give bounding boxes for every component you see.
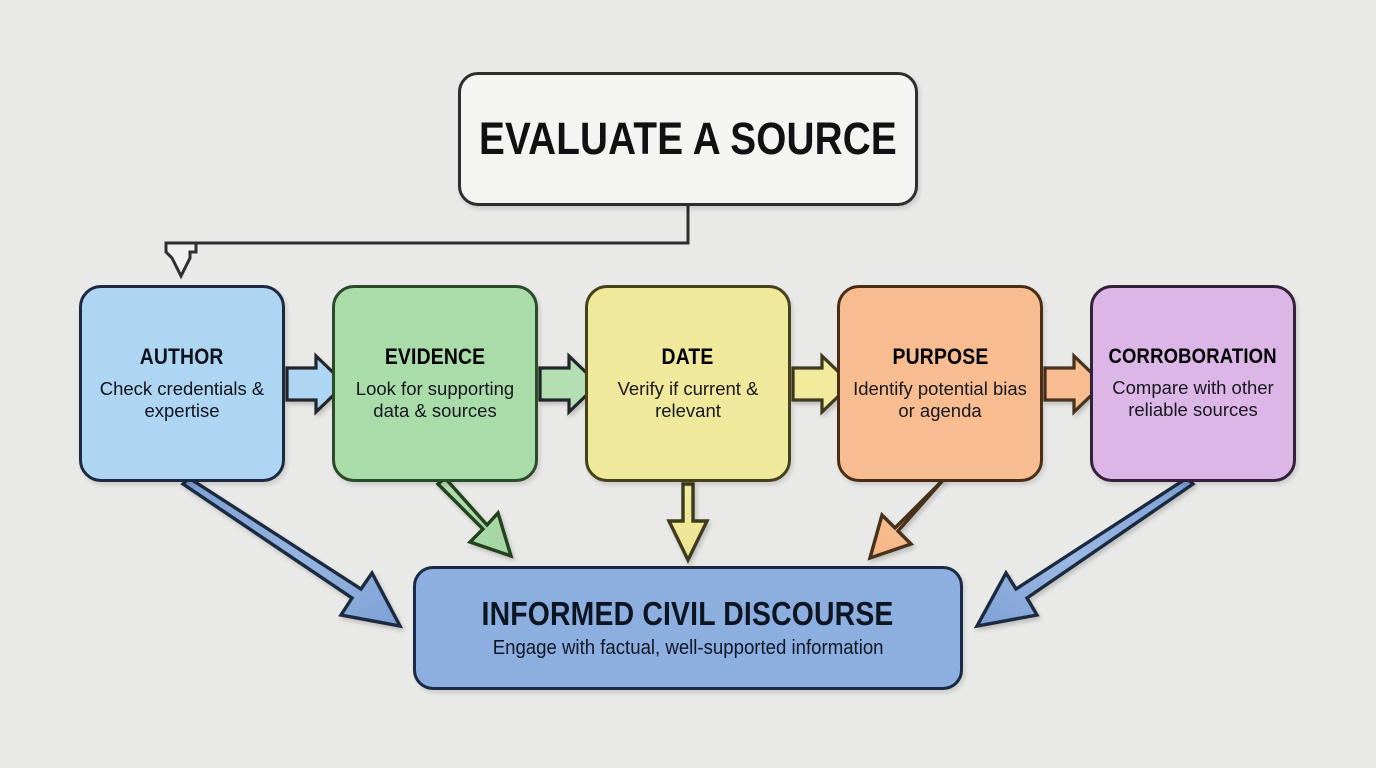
step-desc-corroboration: Compare with other reliable sources — [1112, 376, 1274, 420]
step-title-purpose: PURPOSE — [892, 343, 988, 369]
outcome-title-label: INFORMED CIVIL DISCOURSE — [482, 595, 894, 633]
outcome-node[interactable]: INFORMED CIVIL DISCOURSE Engage with fac… — [413, 566, 963, 690]
step-title-date: DATE — [662, 343, 714, 369]
arrow-purpose-to-outcome — [867, 476, 947, 561]
step-node-evidence[interactable]: EVIDENCE Look for supporting data & sour… — [332, 285, 538, 482]
step-node-corroboration[interactable]: CORROBORATION Compare with other reliabl… — [1090, 285, 1296, 482]
step-title-evidence: EVIDENCE — [384, 343, 486, 369]
step-desc-author: Check credentials & expertise — [99, 377, 265, 421]
step-desc-evidence: Look for supporting data & sources — [355, 377, 515, 421]
step-node-date[interactable]: DATE Verify if current & relevant — [585, 285, 791, 482]
arrow-evidence-to-outcome — [435, 475, 514, 559]
outcome-desc-label: Engage with factual, well-supported info… — [492, 637, 884, 660]
step-desc-date: Verify if current & relevant — [617, 377, 759, 421]
step-node-author[interactable]: AUTHOR Check credentials & expertise — [79, 285, 285, 482]
diagram-title-label: EVALUATE A SOURCE — [479, 113, 897, 164]
step-desc-purpose: Identify potential bias or agenda — [853, 377, 1027, 421]
diagram-title-node[interactable]: EVALUATE A SOURCE — [458, 72, 918, 206]
arrow-date-to-outcome — [666, 482, 710, 564]
connector-title-to-author — [164, 206, 690, 280]
step-title-author: AUTHOR — [140, 343, 224, 369]
step-title-corroboration: CORROBORATION — [1108, 344, 1278, 368]
step-node-purpose[interactable]: PURPOSE Identify potential bias or agend… — [837, 285, 1043, 482]
arrow-corroboration-to-outcome — [973, 475, 1196, 629]
arrow-author-to-outcome — [180, 475, 404, 629]
